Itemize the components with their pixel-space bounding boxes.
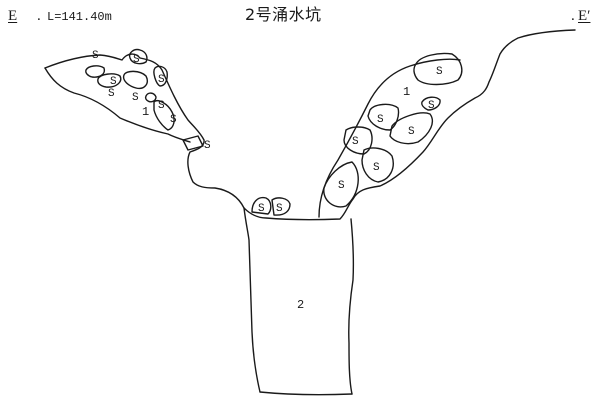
boulder-shape — [97, 73, 122, 88]
boulder-shape — [413, 52, 463, 86]
stone-label: S — [428, 100, 435, 112]
stone-label: S — [133, 54, 140, 66]
left-fill-zone-boundary — [44, 67, 191, 143]
stone-label: S — [158, 100, 165, 112]
drawing-title: 2号涌水坑 — [245, 5, 322, 24]
water-pit-right-wall — [348, 218, 355, 395]
stone-label: S — [132, 92, 139, 104]
boulder-shape — [128, 48, 148, 65]
stone-label: S — [352, 136, 359, 148]
stone-label: S — [338, 180, 345, 192]
boulder-shape — [271, 197, 291, 216]
stone-label: S — [108, 88, 115, 100]
boulder-shape — [122, 70, 148, 90]
section-end-marker: E′ — [578, 8, 591, 24]
boulder-shape — [323, 161, 359, 208]
stone-label: S — [110, 76, 117, 88]
stone-label: S — [373, 162, 380, 174]
stone-label: S — [158, 74, 165, 86]
water-pit-left-wall — [243, 207, 261, 393]
right-fill-zone-label: 1 — [403, 85, 410, 99]
section-start-dot: . — [37, 8, 41, 24]
boulder-shape — [361, 147, 394, 183]
boulder-shape — [389, 112, 434, 145]
water-pit-bottom — [259, 391, 353, 396]
boulder-shape — [251, 196, 272, 215]
stone-label: S — [276, 203, 283, 215]
boulder-shape — [343, 126, 373, 155]
stone-label: S — [204, 140, 211, 152]
boulder-shape — [153, 65, 168, 87]
stone-label: S — [436, 66, 443, 78]
stone-label: S — [170, 114, 177, 126]
stone-label: S — [258, 203, 265, 215]
section-start-marker: E — [8, 8, 18, 24]
ground-profile-line — [44, 29, 576, 221]
stone-label: S — [92, 50, 99, 62]
section-length-label: L=141.40m — [47, 10, 112, 24]
left-fill-zone-label: 1 — [142, 105, 149, 119]
boulder-shape — [182, 135, 204, 151]
section-end-dot: . — [571, 8, 575, 24]
boulder-shape — [144, 92, 157, 103]
right-fill-zone-boundary — [318, 58, 461, 218]
boulder-shape — [421, 96, 441, 111]
water-pit-fill-label: 2 — [297, 298, 304, 312]
stone-label: S — [377, 114, 384, 126]
boulder-shape — [153, 100, 175, 131]
stone-label: S — [408, 126, 415, 138]
